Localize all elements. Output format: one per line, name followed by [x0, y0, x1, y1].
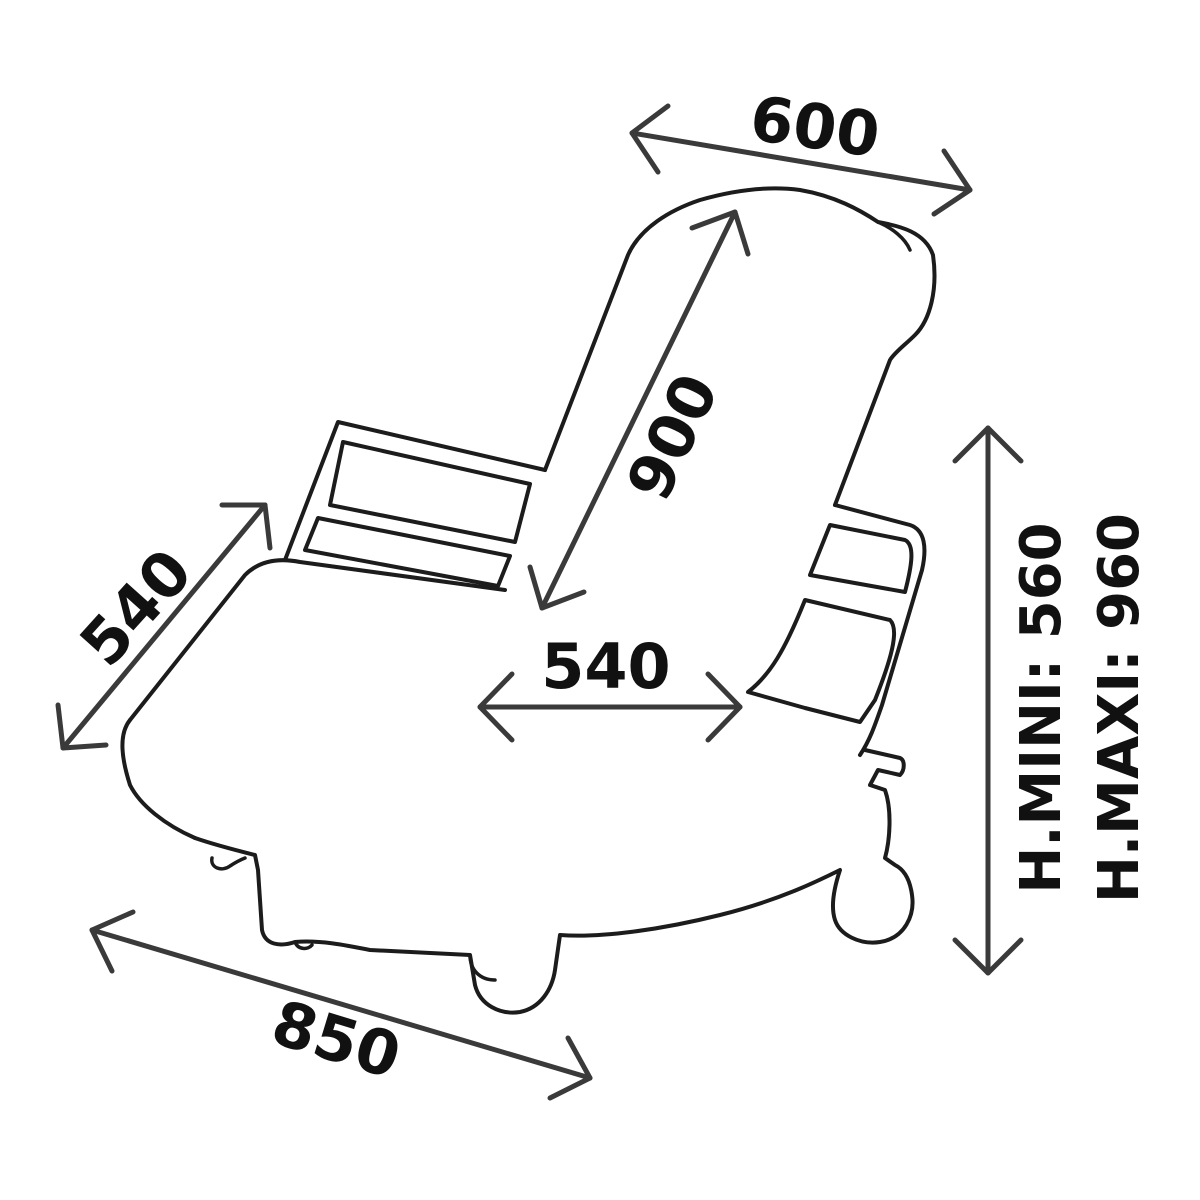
left-armrest-frame [283, 420, 547, 562]
base-outline [193, 748, 915, 1015]
right-armrest-pad-bottom [746, 598, 897, 724]
right-armrest-frame [833, 503, 927, 757]
label-seat-depth: 540 [66, 535, 207, 680]
label-backrest-width: 600 [746, 82, 884, 172]
arrow-seat-width [477, 671, 743, 743]
label-seat-width: 540 [541, 630, 670, 703]
label-height-mini: H.MINI: 560 [1009, 522, 1074, 893]
backrest-outline [543, 186, 937, 507]
dimension-arrows [55, 103, 1024, 1101]
arrow-backrest-width [629, 103, 973, 217]
label-height-maxi: H.MAXI: 960 [1087, 513, 1152, 903]
arrow-backrest-length [527, 209, 751, 611]
base-front-small-wheel [210, 856, 247, 871]
arrow-overall-length [89, 909, 593, 1101]
left-armrest-pad-top [328, 440, 532, 544]
label-backrest-length: 900 [612, 363, 733, 511]
seat-outline [128, 558, 507, 722]
seat-left-front [120, 718, 197, 840]
label-overall-length: 850 [264, 986, 409, 1094]
arrow-height [952, 425, 1024, 976]
left-armrest-pad-bottom [303, 516, 512, 588]
base-lower-curve [293, 940, 314, 951]
arrow-seat-depth [55, 502, 273, 751]
right-armrest-pad-top [808, 523, 914, 594]
chair-drawing [120, 186, 937, 1015]
backrest-fold [876, 220, 912, 252]
base-wheel-left [468, 953, 497, 982]
